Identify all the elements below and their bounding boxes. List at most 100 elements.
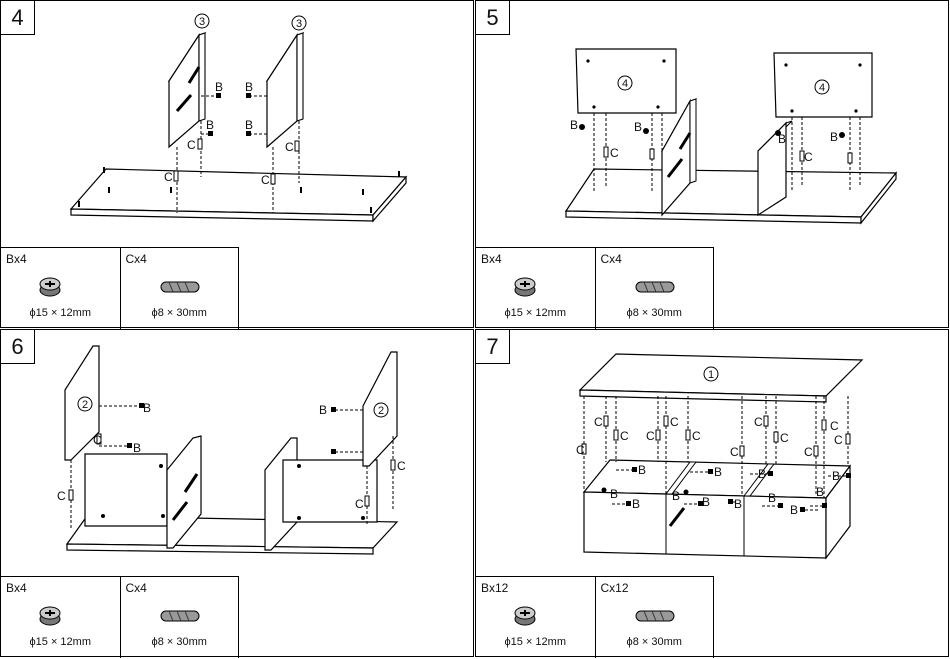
part-callout: 3: [296, 18, 302, 30]
marker-label: B: [215, 80, 223, 94]
marker-label: C: [187, 138, 196, 152]
part-quantity: Bx4: [6, 252, 27, 266]
parts-item-cam-lock: Bx4 ϕ15 × 12mm: [476, 248, 595, 329]
marker-label: B: [830, 130, 838, 144]
marker-label: B: [790, 503, 798, 517]
marker-label: C: [780, 431, 789, 445]
marker-label: B: [133, 441, 141, 455]
step-7-drawing: 1: [576, 353, 864, 560]
cam-lock-icon: [514, 606, 536, 626]
marker-label: C: [620, 429, 629, 443]
part-quantity: Bx12: [481, 581, 509, 595]
part-quantity: Cx4: [125, 581, 147, 595]
parts-item-dowel: Cx12 ϕ8 × 30mm: [594, 577, 714, 658]
marker-label: C: [670, 415, 679, 429]
marker-label: B: [143, 401, 151, 415]
marker-label: C: [804, 445, 813, 459]
wooden-dowel-icon: [635, 610, 674, 622]
marker-label: B: [610, 487, 618, 501]
parts-item-dowel: Cx4 ϕ8 × 30mm: [594, 248, 714, 329]
marker-label: C: [830, 419, 839, 433]
marker-label: B: [758, 467, 766, 481]
parts-list: Bx4 ϕ15 × 12mm Cx4 ϕ8 × 30mm: [1, 576, 239, 658]
part-quantity: Cx4: [600, 252, 622, 266]
part-size: ϕ15 × 12mm: [29, 307, 92, 319]
marker-label: C: [646, 429, 655, 443]
marker-label: B: [638, 463, 646, 477]
marker-label: B: [832, 469, 840, 483]
wooden-dowel-icon: [160, 281, 199, 293]
part-callout: 2: [378, 405, 384, 417]
marker-label: B: [570, 118, 578, 132]
step-4-panel: 4: [0, 0, 474, 329]
parts-item-dowel: Cx4 ϕ8 × 30mm: [119, 577, 239, 658]
part-quantity: Bx4: [481, 252, 502, 266]
part-callout: 4: [622, 78, 628, 90]
parts-item-cam-lock: Bx4 ϕ15 × 12mm: [1, 577, 120, 658]
marker-label: C: [576, 443, 585, 457]
marker-label: C: [57, 489, 66, 503]
step-number: 7: [476, 330, 510, 364]
marker-label: B: [672, 489, 680, 503]
wooden-dowel-icon: [160, 610, 199, 622]
cam-lock-icon: [514, 277, 536, 297]
part-callout: 4: [819, 82, 825, 94]
marker-label: C: [730, 445, 739, 459]
step-5-drawing: 4 4 B B B B C C: [564, 48, 898, 225]
step-6-drawing: 2 2 B B B C C C C: [57, 345, 406, 555]
step-4-drawing: 3 3 B B B B C C C C: [69, 13, 408, 223]
marker-label: C: [397, 459, 406, 473]
part-size: ϕ8 × 30mm: [626, 636, 682, 648]
part-size: ϕ15 × 12mm: [29, 636, 92, 648]
part-quantity: Cx4: [125, 252, 147, 266]
marker-label: C: [261, 173, 270, 187]
part-quantity: Cx12: [600, 581, 629, 595]
marker-label: B: [319, 403, 327, 417]
marker-label: B: [245, 80, 253, 94]
marker-label: C: [692, 429, 701, 443]
marker-label: C: [610, 146, 619, 160]
part-size: ϕ15 × 12mm: [504, 636, 567, 648]
marker-label: C: [754, 415, 763, 429]
part-size: ϕ8 × 30mm: [151, 307, 207, 319]
marker-label: C: [355, 497, 364, 511]
marker-label: B: [768, 491, 776, 505]
parts-list: Bx4 ϕ15 × 12mm Cx4 ϕ8 × 30mm: [1, 247, 239, 329]
step-5-panel: 5 4 4: [475, 0, 949, 329]
marker-label: B: [634, 120, 642, 134]
step-7-panel: 7 1: [475, 329, 949, 658]
part-quantity: Bx4: [6, 581, 27, 595]
marker-label: B: [245, 118, 253, 132]
marker-label: C: [804, 150, 813, 164]
step-number: 6: [1, 330, 35, 364]
wooden-dowel-icon: [635, 281, 674, 293]
part-callout: 2: [82, 399, 88, 411]
marker-label: B: [778, 132, 786, 146]
marker-label: C: [93, 433, 102, 447]
cam-lock-icon: [39, 606, 61, 626]
marker-label: B: [206, 118, 214, 132]
part-callout: 3: [199, 16, 205, 28]
parts-item-cam-lock: Bx12 ϕ15 × 12mm: [476, 577, 595, 658]
marker-label: C: [834, 433, 843, 447]
marker-label: B: [702, 495, 710, 509]
marker-label: B: [714, 465, 722, 479]
marker-label: B: [734, 497, 742, 511]
marker-label: C: [594, 415, 603, 429]
marker-label: B: [632, 497, 640, 511]
part-size: ϕ8 × 30mm: [151, 636, 207, 648]
step-number: 4: [1, 1, 35, 35]
parts-item-cam-lock: Bx4 ϕ15 × 12mm: [1, 248, 120, 329]
part-size: ϕ8 × 30mm: [626, 307, 682, 319]
parts-list: Bx4 ϕ15 × 12mm Cx4 ϕ8 × 30mm: [476, 247, 714, 329]
parts-item-dowel: Cx4 ϕ8 × 30mm: [119, 248, 239, 329]
part-callout: 1: [708, 369, 714, 381]
step-6-panel: 6 2 2: [0, 329, 474, 658]
part-size: ϕ15 × 12mm: [504, 307, 567, 319]
parts-list: Bx12 ϕ15 × 12mm Cx12 ϕ8 × 30mm: [476, 576, 714, 658]
marker-label: B: [816, 485, 824, 499]
cam-lock-icon: [39, 277, 61, 297]
marker-label: C: [285, 140, 294, 154]
marker-label: C: [164, 170, 173, 184]
